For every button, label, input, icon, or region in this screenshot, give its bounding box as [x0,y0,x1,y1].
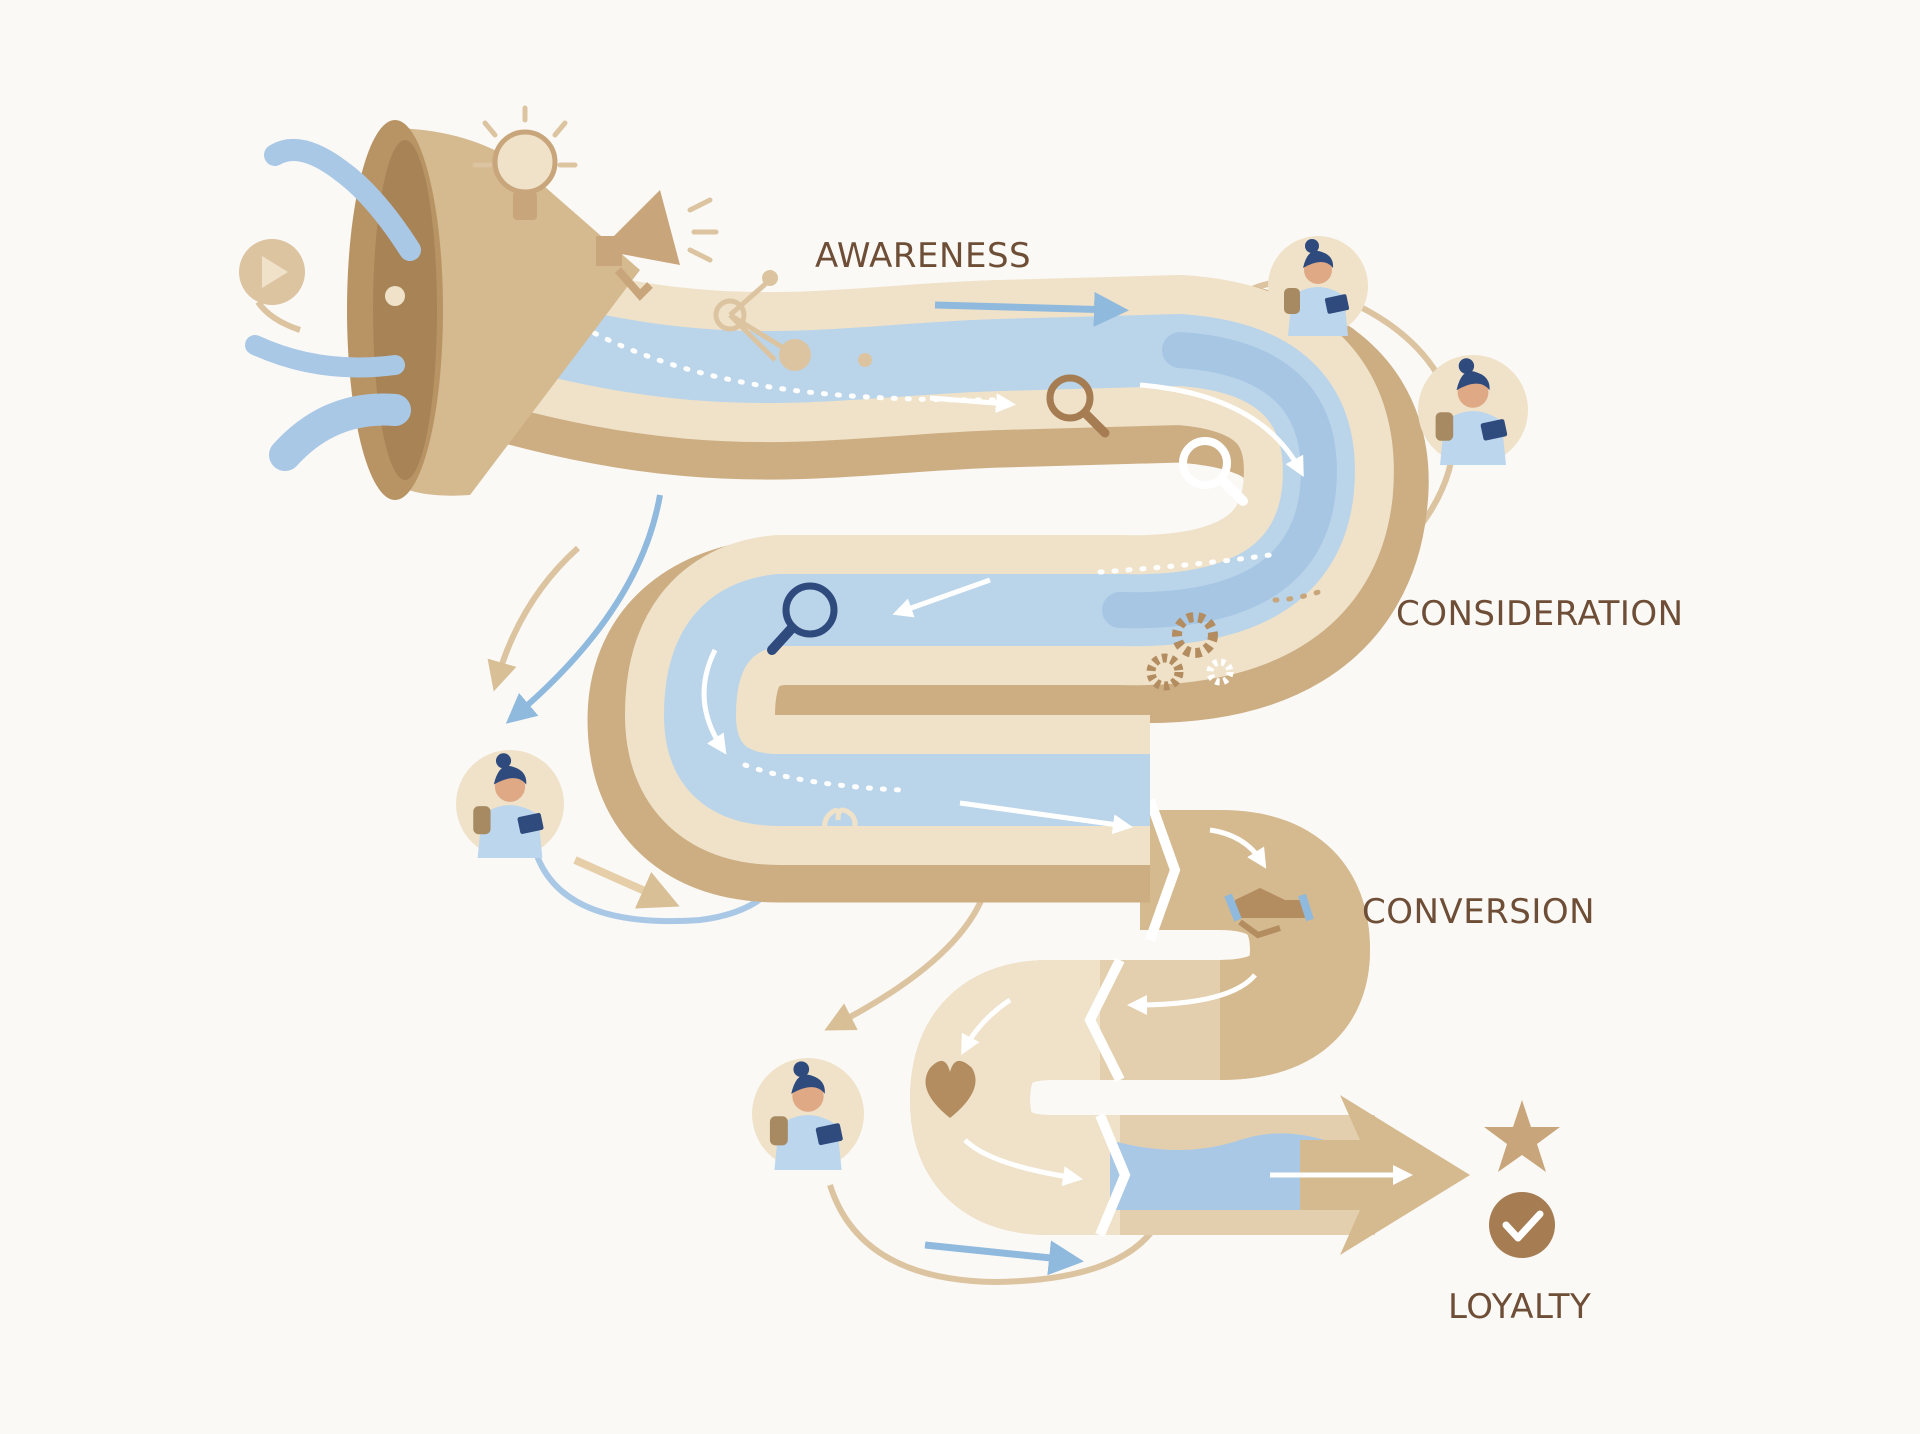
loop-awareness [1192,279,1458,564]
stage-label-awareness: AWARENESS [815,236,1032,276]
person-icon-loyalty [752,1058,864,1170]
network-icon [713,270,872,371]
swirl-mid [245,335,405,378]
check-icon [1489,1192,1555,1258]
handshake-icon [1224,888,1314,939]
person-icon-awareness [1268,236,1368,336]
arrow-loyalty [924,1240,1084,1276]
stage-label-conversion: CONVERSION [1362,892,1596,932]
gears-icon [1146,612,1234,691]
swirl-top [264,139,421,261]
loop-consideration [487,545,581,692]
heart-icon [925,1060,976,1118]
magnifier-icon [1046,374,1110,438]
path-lower-s-inner [1140,810,1371,1080]
arrow-research [573,856,680,909]
heart-outline-icon [822,807,858,852]
star-icon [1484,1100,1560,1172]
play-icon [239,239,305,333]
magnifier-icon-2 [1179,437,1248,506]
magnifier-icon-3 [767,582,838,655]
lightbulb-icon [472,105,578,220]
stage-label-loyalty: LOYALTY [1448,1287,1592,1327]
loop-consideration-blue [505,494,663,724]
person-icon-research [456,750,564,858]
stage-label-consideration: CONSIDERATION [1396,594,1684,634]
megaphone-icon [596,190,719,301]
path-lower-bend [909,960,1120,1235]
person-icon-consideration [1418,355,1528,465]
ribbon-stream-core [1102,332,1337,629]
swirl-low [269,393,411,471]
arrow-awareness [934,291,1129,327]
